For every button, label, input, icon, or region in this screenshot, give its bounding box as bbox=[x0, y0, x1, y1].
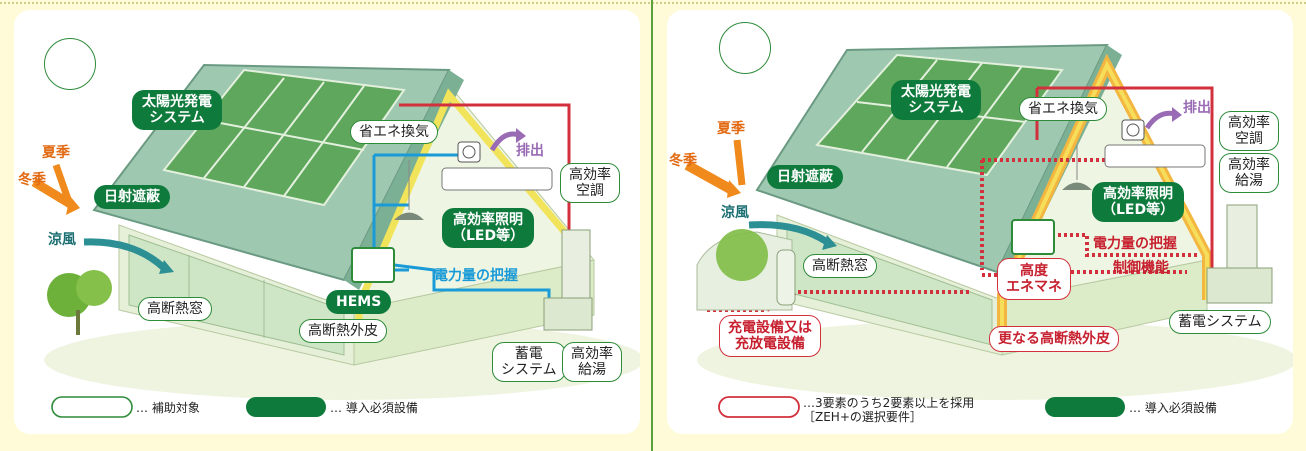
zeh-plus-diagram-panel: 太陽光発電 システム 省エネ換気 排出 高効率 空調 高効率 給湯 夏季 冬季 … bbox=[667, 10, 1293, 434]
high-insulation-window-label: 高断熱窓 bbox=[138, 297, 212, 321]
subsidy-marker-circle bbox=[44, 38, 96, 90]
storage-battery-label: 蓄電システム bbox=[1169, 310, 1271, 334]
solar-power-label: 太陽光発電 システム bbox=[132, 90, 222, 130]
legend-selection-text: …3要素のうち2要素以上を採用 ［ZEH+の選択要件］ bbox=[803, 396, 975, 424]
power-monitoring-label: 電力量の把握 bbox=[1093, 236, 1177, 252]
energy-saving-ventilation-label: 省エネ換気 bbox=[350, 120, 438, 144]
high-efficiency-lighting-label: 高効率照明 （LED等） bbox=[1092, 182, 1185, 222]
summer-label: 夏季 bbox=[42, 145, 70, 161]
high-efficiency-aircon-label: 高効率 空調 bbox=[560, 163, 620, 203]
solar-shading-label: 日射遮蔽 bbox=[767, 165, 843, 189]
legend-required-text: … 導入必須設備 bbox=[330, 401, 418, 415]
legend-subsidy-text: … 補助対象 bbox=[136, 401, 200, 415]
summer-label: 夏季 bbox=[717, 121, 745, 137]
high-insulation-window-label: 高断熱窓 bbox=[803, 254, 877, 278]
high-efficiency-water-heater-label: 高効率 給湯 bbox=[1219, 153, 1279, 193]
hems-label: HEMS bbox=[326, 290, 392, 314]
high-insulation-envelope-label: 高断熱外皮 bbox=[299, 319, 387, 343]
panel-divider bbox=[651, 0, 653, 451]
enhanced-insulation-envelope-label: 更なる高断熱外皮 bbox=[989, 326, 1119, 352]
high-efficiency-lighting-label: 高効率照明 （LED等） bbox=[442, 208, 535, 248]
zeh-house-illustration bbox=[31, 63, 640, 418]
exhaust-label: 排出 bbox=[516, 143, 544, 159]
high-efficiency-aircon-label: 高効率 空調 bbox=[1219, 111, 1279, 151]
advanced-energy-management-label: 高度 エネマネ bbox=[997, 258, 1071, 300]
exhaust-label: 排出 bbox=[1183, 100, 1211, 116]
breeze-label: 涼風 bbox=[48, 232, 76, 248]
solar-shading-label: 日射遮蔽 bbox=[94, 185, 170, 209]
ev-charger-label: 充電設備又は 充放電設備 bbox=[719, 315, 821, 357]
breeze-label: 涼風 bbox=[721, 205, 749, 221]
zeh-diagram-panel: 太陽光発電 システム 日射遮蔽 夏季 冬季 涼風 省エネ換気 排出 高効率 空調… bbox=[14, 10, 640, 434]
winter-label: 冬季 bbox=[669, 153, 697, 169]
zeh-plus-house-illustration bbox=[684, 43, 1293, 418]
winter-label: 冬季 bbox=[18, 172, 46, 188]
selection-marker-circle bbox=[719, 22, 771, 74]
legend-required-text: … 導入必須設備 bbox=[1129, 401, 1217, 415]
control-function-label: 制御機能 bbox=[1113, 260, 1169, 276]
solar-power-label: 太陽光発電 システム bbox=[891, 80, 981, 120]
storage-battery-label: 蓄電 システム bbox=[492, 342, 566, 382]
energy-saving-ventilation-label: 省エネ換気 bbox=[1019, 97, 1107, 121]
top-dotted-border bbox=[0, 2, 1306, 4]
high-efficiency-water-heater-label: 高効率 給湯 bbox=[562, 342, 622, 382]
power-monitoring-label: 電力量の把握 bbox=[434, 268, 518, 284]
